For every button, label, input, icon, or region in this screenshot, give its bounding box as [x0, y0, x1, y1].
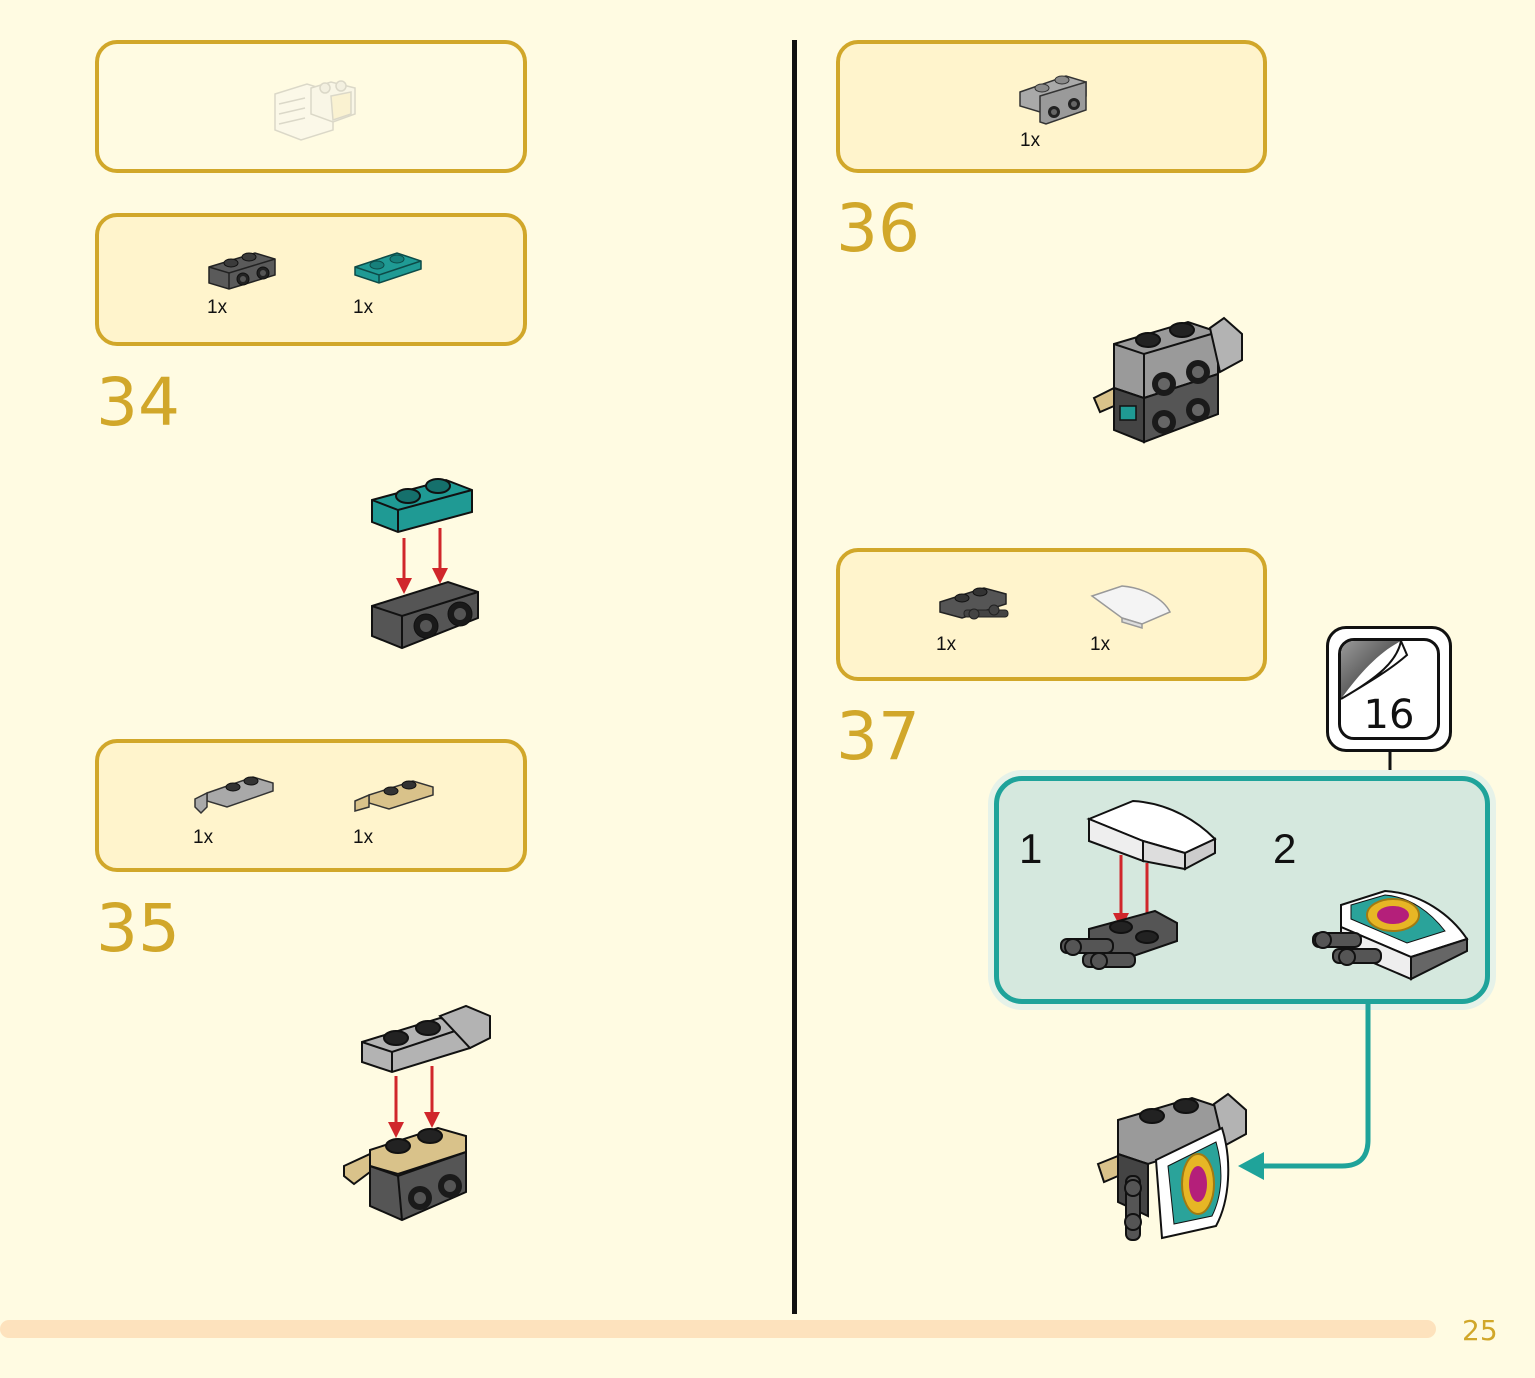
- step-number-35: 35: [96, 890, 180, 967]
- step-35-assembly-illustration: [343, 1004, 491, 1222]
- grey-bracket-icon: [1019, 75, 1087, 125]
- step-number-34: 34: [96, 364, 180, 441]
- flow-arrow: [1238, 1004, 1371, 1180]
- page-number: 25: [1462, 1314, 1498, 1347]
- part-quantity: 1x: [1020, 130, 1041, 151]
- substep-number-2: 2: [1273, 825, 1297, 872]
- parts-box-step-35: 1x 1x: [95, 739, 527, 872]
- parts-box-step-37: 1x 1x: [836, 548, 1267, 681]
- sticker-number: 16: [1363, 692, 1415, 738]
- substep-number-1: 1: [1019, 825, 1043, 872]
- parts-box-step-36: 1x: [836, 40, 1267, 173]
- tan-clip-plate-icon: [354, 780, 434, 812]
- substep-panel: 1 2: [994, 776, 1490, 1004]
- part-quantity: 1x: [353, 297, 374, 318]
- sticker-peel-icon: [1341, 641, 1409, 700]
- grey-clip-plate-icon: [194, 776, 274, 815]
- sticker-callout: 16: [1326, 626, 1452, 752]
- step-number-36: 36: [836, 190, 920, 267]
- step-number-37: 37: [836, 698, 920, 775]
- teal-plate-icon: [354, 252, 422, 284]
- sticker-icon: 16: [1338, 638, 1440, 740]
- white-curved-slope-icon: [1090, 585, 1172, 630]
- substep-1-illustration: [1060, 799, 1217, 970]
- substep-2-illustration: [1312, 889, 1469, 981]
- previous-build-ghost-icon: [274, 80, 356, 141]
- step-37-result-illustration: [1096, 1092, 1247, 1241]
- grey-bracket-icon: [208, 252, 276, 290]
- part-quantity: 1x: [193, 827, 214, 848]
- dark-grey-bar-plate-icon: [939, 587, 1009, 620]
- step-36-assembly-illustration: [1092, 316, 1243, 444]
- page-divider: [792, 40, 797, 1314]
- footer-progress-bar: [0, 1320, 1436, 1338]
- part-quantity: 1x: [1090, 634, 1111, 655]
- part-quantity: 1x: [207, 297, 228, 318]
- previous-build-box: [95, 40, 527, 173]
- part-quantity: 1x: [353, 827, 374, 848]
- step-34-assembly-illustration: [371, 478, 479, 650]
- part-quantity: 1x: [936, 634, 957, 655]
- parts-box-step-34: 1x 1x: [95, 213, 527, 346]
